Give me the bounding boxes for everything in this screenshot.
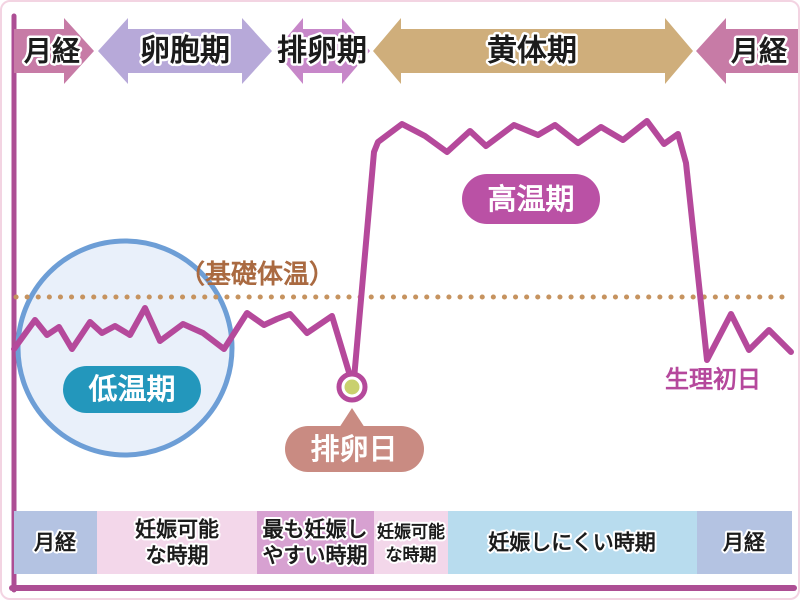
temperature-curve	[11, 118, 794, 382]
low-phase-pill	[63, 366, 201, 413]
band-menses-left	[14, 511, 97, 574]
high-phase-badge: 高温期	[462, 174, 600, 224]
band-fertile-right-line2: な時期	[386, 545, 437, 565]
band-fertile-left	[97, 511, 257, 574]
arrow-ovulatory-label: 排卵期	[277, 35, 367, 68]
band-most-fertile	[257, 511, 374, 574]
low-phase-badge: 低温期	[63, 366, 201, 413]
band-most-fertile-line2: やすい時期	[263, 544, 368, 568]
arrow-menses-left-label: 月経	[23, 35, 81, 67]
arrow-follicular	[98, 18, 272, 84]
ovulation-bubble-tail	[339, 408, 365, 428]
arrow-ovulatory	[275, 18, 370, 84]
band-menses-left-label: 月経	[33, 531, 77, 555]
ovulation-dot-core	[344, 379, 360, 395]
band-most-fertile-line1: 最も妊娠し	[263, 518, 368, 542]
low-phase-label: 低温期	[87, 373, 175, 406]
band-infertile	[448, 511, 697, 574]
ovulation-bubble-pill	[285, 426, 424, 472]
arrow-menses-right-label: 月経	[730, 35, 788, 67]
band-menses-right-label: 月経	[722, 531, 766, 555]
high-phase-pill	[462, 174, 600, 224]
arrow-luteal	[373, 18, 693, 84]
band-infertile-label: 妊娠しにくい時期	[488, 531, 656, 555]
arrow-menses-right	[696, 18, 798, 84]
band-fertile-right	[374, 511, 448, 574]
ovulation-day-label: 排卵日	[310, 433, 397, 466]
arrow-menses-left	[14, 18, 94, 84]
ovulation-day-bubble: 排卵日	[285, 408, 424, 472]
band-menses-right	[697, 511, 792, 574]
band-fertile-right-line1: 妊娠可能	[377, 522, 445, 542]
phase-arrow-banner: 月経 卵胞期 排卵期 黄体期 月経	[14, 18, 798, 84]
basal-temperature-label: （基礎体温）	[179, 259, 335, 289]
band-fertile-left-line2: な時期	[146, 544, 209, 568]
fertility-band: 月経 妊娠可能 な時期 最も妊娠し やすい時期 妊娠可能 な時期 妊娠しにくい時…	[14, 511, 792, 574]
arrow-follicular-label: 卵胞期	[140, 35, 230, 68]
high-phase-label: 高温期	[487, 183, 574, 216]
band-fertile-left-line1: 妊娠可能	[135, 518, 219, 542]
ovulation-day-marker	[336, 371, 368, 403]
arrow-luteal-label: 黄体期	[487, 35, 577, 68]
period-first-day-label: 生理初日	[665, 367, 761, 394]
